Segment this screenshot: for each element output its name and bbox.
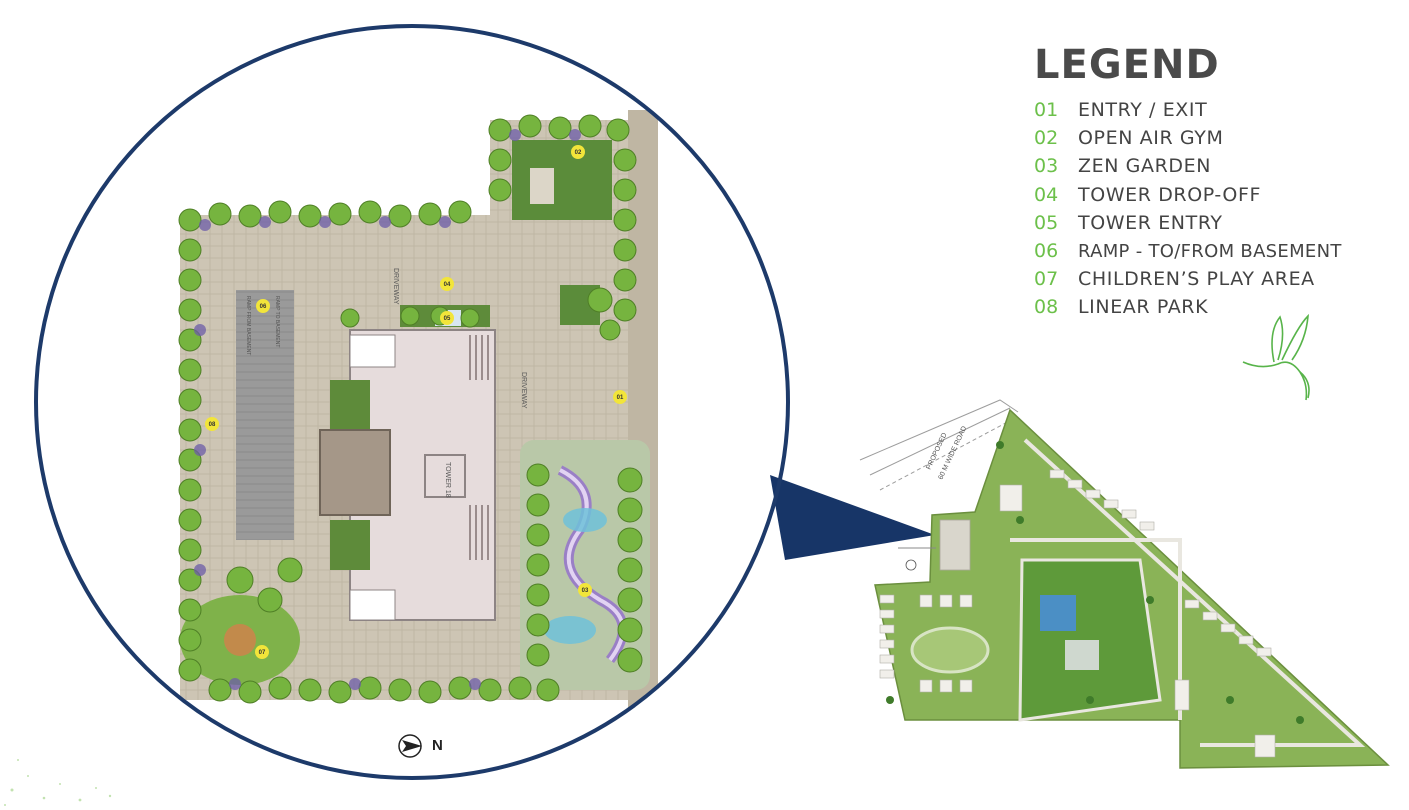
legend-item: 06 RAMP - TO/FROM BASEMENT — [1034, 237, 1404, 265]
legend-label: TOWER DROP-OFF — [1078, 183, 1262, 206]
legend-label: OPEN AIR GYM — [1078, 127, 1224, 150]
legend-item: 08 LINEAR PARK — [1034, 293, 1404, 321]
north-arrow-icon — [398, 734, 422, 758]
svg-text:05: 05 — [444, 316, 451, 322]
legend-item: 05 TOWER ENTRY — [1034, 209, 1404, 237]
legend-number: 03 — [1034, 155, 1059, 178]
marker-07: 07 — [255, 645, 269, 659]
tower-building — [319, 305, 496, 621]
svg-text:04: 04 — [444, 282, 451, 288]
marker-03: 03 — [578, 583, 592, 597]
marker-06: 06 — [256, 299, 270, 313]
legend-number: 02 — [1034, 127, 1059, 150]
decorative-speckles — [4, 759, 112, 806]
legend-label: TOWER ENTRY — [1078, 211, 1223, 234]
heron-illustration — [1242, 313, 1310, 401]
marker-01: 01 — [613, 390, 627, 404]
legend-label: CHILDREN’S PLAY AREA — [1078, 268, 1315, 291]
driveway-label-right: DRIVEWAY — [520, 372, 527, 409]
legend-label: RAMP - TO/FROM BASEMENT — [1078, 240, 1342, 262]
site-plan-zoom: DRIVEWAY DRIVEWAY TOWER 18 RAMP TO BASEM… — [36, 26, 788, 778]
driveway-label-top: DRIVEWAY — [392, 268, 399, 305]
legend-item: 01 ENTRY / EXIT — [1034, 96, 1404, 124]
legend-number: 01 — [1034, 99, 1059, 122]
legend-number: 08 — [1034, 296, 1059, 319]
tower-label: TOWER 18 — [444, 462, 451, 498]
legend-item: 07 CHILDREN’S PLAY AREA — [1034, 265, 1404, 293]
marker-04: 04 — [440, 277, 454, 291]
legend-title: LEGEND — [1034, 42, 1220, 88]
svg-text:06: 06 — [260, 304, 267, 310]
legend-number: 05 — [1034, 211, 1059, 234]
legend-item: 03 ZEN GARDEN — [1034, 152, 1404, 180]
open-air-gym — [512, 140, 612, 220]
marker-08: 08 — [205, 417, 219, 431]
legend-label: LINEAR PARK — [1078, 296, 1209, 319]
legend-number: 07 — [1034, 268, 1059, 291]
zoom-circle-border — [34, 24, 790, 780]
svg-text:03: 03 — [582, 588, 589, 594]
tree-canopy — [178, 114, 643, 704]
legend-panel: LEGEND 01 ENTRY / EXIT 02 OPEN AIR GYM 03 Z… — [1034, 40, 1404, 322]
ramp-label-1: RAMP TO BASEMENT — [274, 296, 280, 347]
legend-label: ZEN GARDEN — [1078, 155, 1212, 178]
plan-markers: 01 02 03 04 05 06 07 08 — [205, 145, 627, 659]
svg-text:02: 02 — [575, 150, 582, 156]
svg-text:07: 07 — [259, 650, 266, 656]
svg-text:08: 08 — [209, 422, 216, 428]
key-site-plan: PROPOSED 60 M WIDE ROAD — [859, 399, 1390, 769]
legend-item: 02 OPEN AIR GYM — [1034, 124, 1404, 152]
legend-label: ENTRY / EXIT — [1078, 99, 1208, 122]
ramp-label-2: RAMP FROM BASEMENT — [245, 296, 251, 355]
legend-item: 04 TOWER DROP-OFF — [1034, 181, 1404, 209]
marker-05: 05 — [440, 311, 454, 325]
legend-number: 06 — [1034, 240, 1059, 263]
north-label: N — [432, 737, 443, 754]
legend-number: 04 — [1034, 183, 1059, 206]
ramp-structure — [236, 290, 294, 540]
svg-text:01: 01 — [617, 395, 624, 401]
zoom-callout-wedge — [770, 475, 935, 560]
marker-02: 02 — [571, 145, 585, 159]
